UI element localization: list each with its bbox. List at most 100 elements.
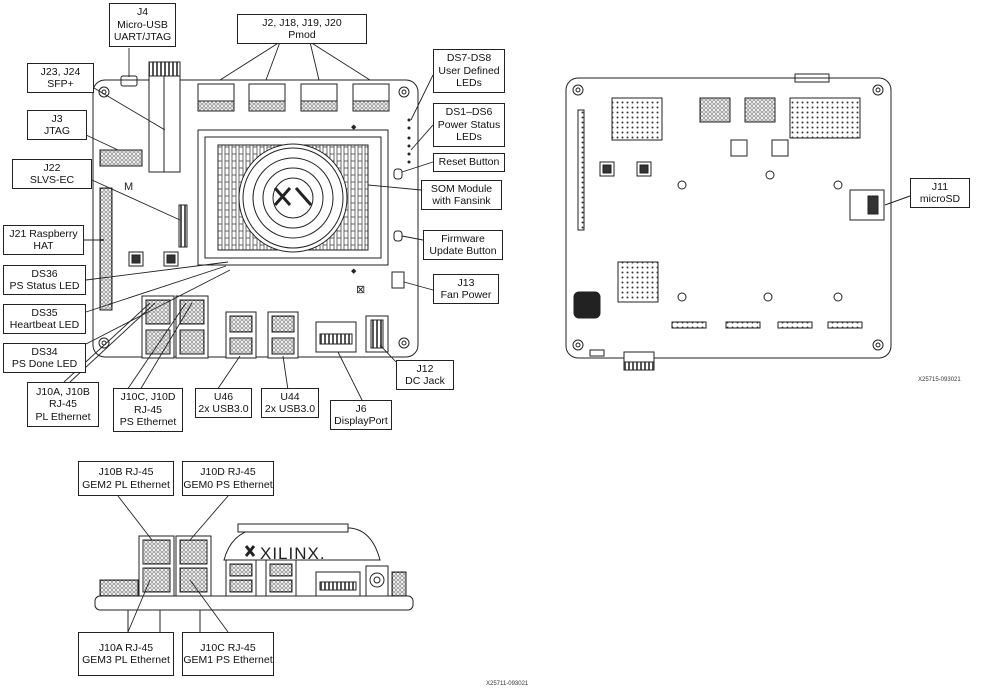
label-ds1-line2: Power Status (437, 118, 501, 131)
label-u44-line1: U44 (280, 390, 300, 403)
label-ds36-line1: DS36 (31, 267, 58, 280)
label-ds36: DS36 PS Status LED (3, 265, 86, 295)
fan-power-header (391, 271, 405, 289)
label-j10ab-line2: RJ-45 (48, 398, 77, 411)
label-ds1-line3: LEDs (456, 131, 482, 144)
label-j21: J21 Raspberry HAT (3, 225, 84, 255)
label-j3-line1: J3 (51, 112, 63, 125)
label-j12-line1: J12 (416, 362, 434, 375)
led-column (407, 118, 411, 164)
label-j10d-side-line1: J10D RJ-45 (200, 466, 256, 478)
label-j11-line1: J11 (931, 180, 949, 193)
label-j10a-side-line2: GEM3 PL Ethernet (82, 654, 170, 666)
side-callout-lines (117, 495, 229, 633)
label-ds35-line2: Heartbeat LED (9, 319, 80, 331)
svg-text:◆: ◆ (351, 268, 357, 275)
label-ds35-line1: DS35 (31, 306, 58, 319)
label-j11-line2: microSD (919, 193, 961, 205)
label-ds7-line2: User Defined (438, 64, 500, 77)
label-pmod: J2, J18, J19, J20 Pmod (237, 14, 367, 44)
label-reset: Reset Button (433, 153, 505, 172)
svg-text:◆: ◆ (351, 124, 357, 131)
usb-stacks (225, 311, 299, 359)
label-fw-line2: Update Button (429, 245, 497, 257)
label-j13-line1: J13 (457, 276, 475, 289)
xilinx-logo: XILINX. (244, 544, 325, 563)
label-ds35: DS35 Heartbeat LED (3, 304, 86, 334)
label-ds36-line2: PS Status LED (9, 280, 80, 292)
rj45-stacks (141, 295, 209, 359)
label-reset-line1: Reset Button (438, 156, 500, 169)
label-j10b-side-line2: GEM2 PL Ethernet (82, 478, 170, 491)
label-j10c-side-line1: J10C RJ-45 (200, 641, 256, 654)
label-j10d-side: J10D RJ-45 GEM0 PS Ethernet (182, 461, 274, 496)
label-j13-line2: Fan Power (440, 289, 492, 301)
label-j21-line1: J21 Raspberry (9, 227, 78, 240)
label-j22-line2: SLVS-EC (29, 174, 75, 186)
back-view-board (565, 73, 911, 371)
label-j12: J12 DC Jack (396, 360, 454, 390)
side-fansink-shroud (223, 527, 381, 561)
label-ds7-line1: DS7-DS8 (446, 52, 492, 65)
label-u44: U44 2x USB3.0 (261, 388, 319, 418)
label-j10c-side-line2: GEM1 PS Ethernet (183, 654, 273, 666)
label-j4-line2: Micro-USB (117, 18, 168, 31)
label-ds34: DS34 PS Done LED (3, 343, 86, 373)
label-j10b-side-line1: J10B RJ-45 (98, 466, 154, 478)
label-j10ab-line3: PL Ethernet (35, 410, 91, 423)
label-j10cd-line1: J10C, J10D (120, 391, 176, 404)
svg-text:M: M (124, 181, 133, 193)
label-j4: J4 Micro-USB UART/JTAG (109, 3, 176, 47)
label-j4-line3: UART/JTAG (113, 31, 172, 44)
label-j10cd: J10C, J10D RJ-45 PS Ethernet (113, 388, 183, 432)
label-j6-line1: J6 (355, 402, 367, 415)
fpga-chip (573, 291, 601, 319)
label-som-line2: with Fansink (432, 195, 491, 207)
label-j23-line1: J23, J24 (40, 65, 81, 78)
label-j10cd-line3: PS Ethernet (119, 416, 177, 429)
label-u46-line2: 2x USB3.0 (198, 403, 249, 415)
label-u44-line2: 2x USB3.0 (264, 403, 316, 415)
label-j3: J3 JTAG (27, 110, 87, 140)
label-j10b-side: J10B RJ-45 GEM2 PL Ethernet (78, 461, 174, 496)
label-u46: U46 2x USB3.0 (195, 388, 252, 418)
label-j11: J11 microSD (910, 178, 970, 208)
label-j6: J6 DisplayPort (330, 400, 392, 430)
label-som: SOM Module with Fansink (421, 180, 502, 210)
top-view-board: M ◆ ◆ ⊠ (92, 61, 419, 359)
label-j10a-side: J10A RJ-45 GEM3 PL Ethernet (78, 632, 174, 676)
label-j23: J23, J24 SFP+ (27, 63, 94, 93)
label-j6-line2: DisplayPort (334, 415, 388, 427)
reset-button-shape (393, 168, 403, 180)
top-callout-lines (63, 41, 434, 401)
label-ds7-line3: LEDs (456, 77, 482, 90)
label-j10a-side-line1: J10A RJ-45 (98, 641, 154, 654)
jtag-header (99, 149, 143, 167)
figure-id-side: X25711-093021 (486, 681, 529, 687)
label-j10d-side-line2: GEM0 PS Ethernet (183, 478, 273, 491)
label-j10ab-line1: J10A, J10B (36, 385, 90, 398)
label-ds34-line1: DS34 (31, 345, 58, 358)
label-j12-line2: DC Jack (405, 375, 445, 387)
label-pmod-line1: J2, J18, J19, J20 (262, 16, 342, 29)
figure-id-back: X25715-093021 (918, 377, 961, 383)
raspberry-hat-header (99, 187, 113, 311)
label-ds1-line1: DS1–DS6 (445, 106, 493, 119)
label-pmod-line2: Pmod (288, 29, 316, 41)
som-fansink: ◆ ◆ (197, 124, 389, 275)
label-j10cd-line2: RJ-45 (133, 403, 162, 416)
label-j22-line1: J22 (43, 161, 61, 174)
label-j10ab: J10A, J10B RJ-45 PL Ethernet (27, 382, 99, 427)
label-j21-line2: HAT (33, 240, 54, 252)
label-ds34-line2: PS Done LED (11, 358, 78, 370)
label-j4-line1: J4 (136, 6, 149, 19)
label-ds1: DS1–DS6 Power Status LEDs (433, 103, 505, 147)
label-j10c-side: J10C RJ-45 GEM1 PS Ethernet (182, 632, 274, 676)
slvs-ec-connector (178, 204, 188, 248)
label-som-line1: SOM Module (430, 182, 493, 195)
pmod-headers (197, 83, 390, 112)
label-j13: J13 Fan Power (433, 274, 499, 304)
label-u46-line1: U46 (213, 390, 234, 403)
side-view-board (94, 523, 414, 632)
